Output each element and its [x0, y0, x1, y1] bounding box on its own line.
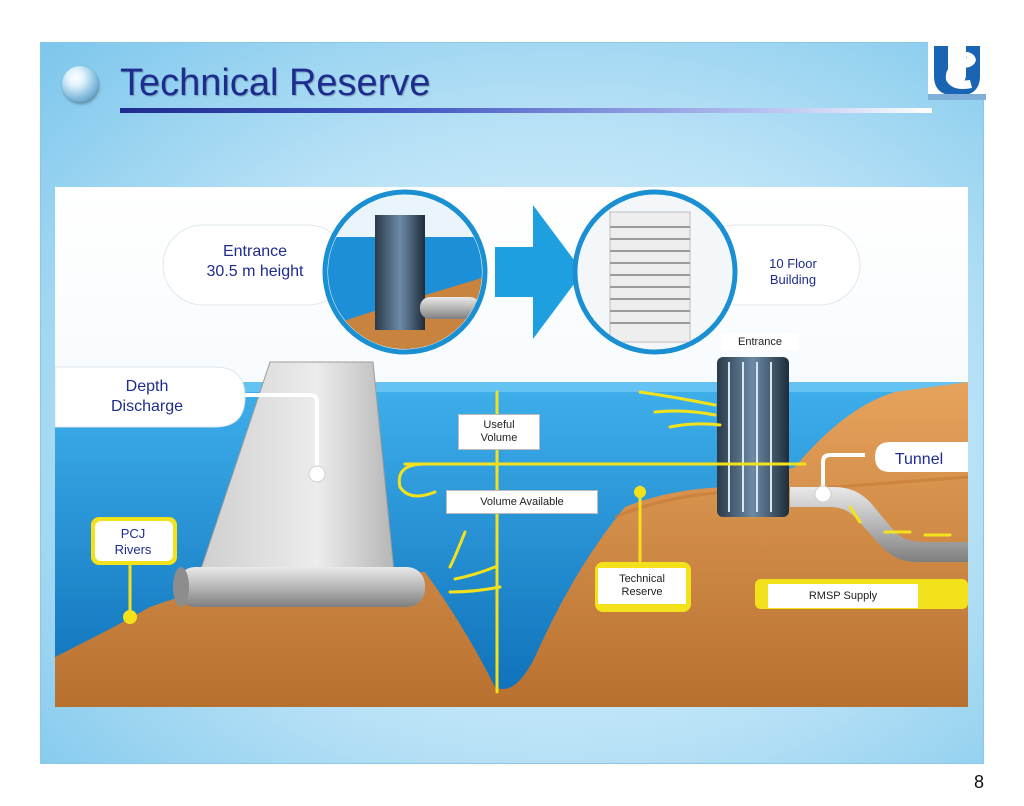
rmsp-supply-label: RMSP Supply: [768, 584, 918, 608]
intake-tower: [717, 357, 789, 517]
tunnel-pipe: [790, 487, 968, 562]
page-title: Technical Reserve: [120, 62, 431, 104]
useful-volume-label: Useful Volume: [458, 414, 540, 450]
floor-building-label: 10 Floor Building: [769, 256, 817, 288]
tunnel-pill: [875, 442, 968, 472]
bullet-sphere-icon: [62, 66, 98, 102]
company-logo-icon: [928, 42, 986, 100]
page-number: 8: [973, 772, 984, 792]
ground-soil: [55, 382, 968, 707]
volume-available-label: Volume Available: [446, 490, 598, 514]
pcj-rivers-label: PCJ Rivers: [114, 526, 152, 558]
discharge-pipe: [177, 567, 425, 607]
depth-discharge-label: Depth Discharge: [110, 378, 184, 415]
technical-reserve-diagram: [55, 187, 968, 707]
entrance-height-label: Entrance 30.5 m height: [206, 243, 304, 280]
entrance-small-label: Entrance: [721, 333, 799, 351]
title-underline: [120, 108, 932, 113]
comparison-arrow-icon: [495, 205, 583, 339]
technical-reserve-label: Technical Reserve: [598, 568, 686, 604]
depth-discharge-pill: [55, 366, 246, 428]
tunnel-label: Tunnel: [894, 451, 944, 468]
